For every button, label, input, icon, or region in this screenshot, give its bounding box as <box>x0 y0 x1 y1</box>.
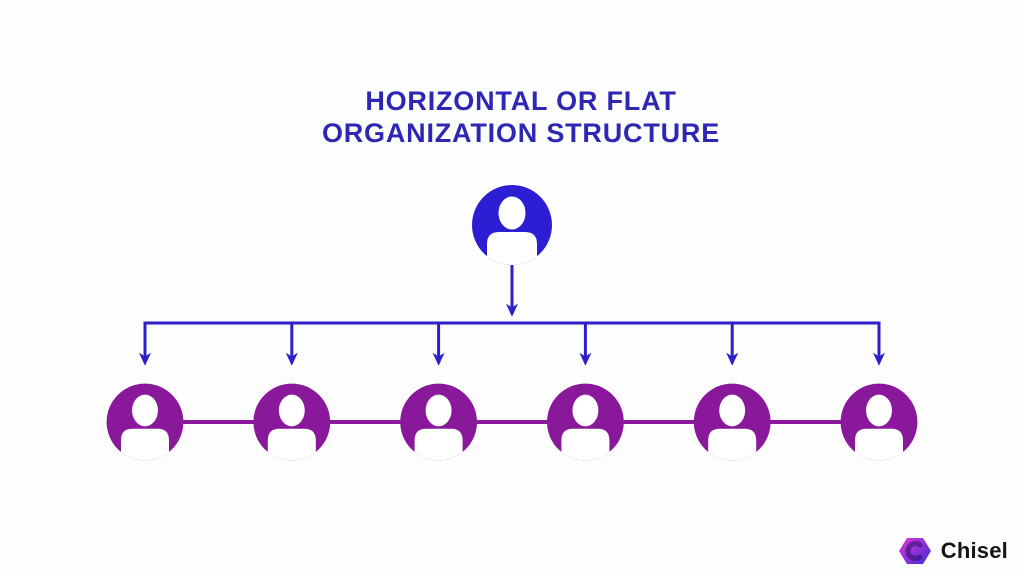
title-line-2: ORGANIZATION STRUCTURE <box>321 118 721 148</box>
branch-arrows <box>138 324 886 366</box>
member-person-icon <box>547 384 624 463</box>
brand-footer: Chisel <box>898 534 1008 568</box>
title-line-1: HORIZONTAL OR FLAT <box>365 86 677 116</box>
page-title: HORIZONTAL OR FLAT ORGANIZATION STRUCTUR… <box>322 85 720 149</box>
brand-name: Chisel <box>940 538 1008 563</box>
connector-lines <box>138 265 886 366</box>
chisel-hexagon-logo-icon <box>898 538 931 564</box>
member-person-icon <box>107 384 184 463</box>
member-person-icon <box>253 384 330 463</box>
member-person-icon <box>841 384 918 463</box>
member-person-icon <box>400 384 477 463</box>
top-person-icon <box>472 185 552 267</box>
member-person-icon <box>694 384 771 463</box>
